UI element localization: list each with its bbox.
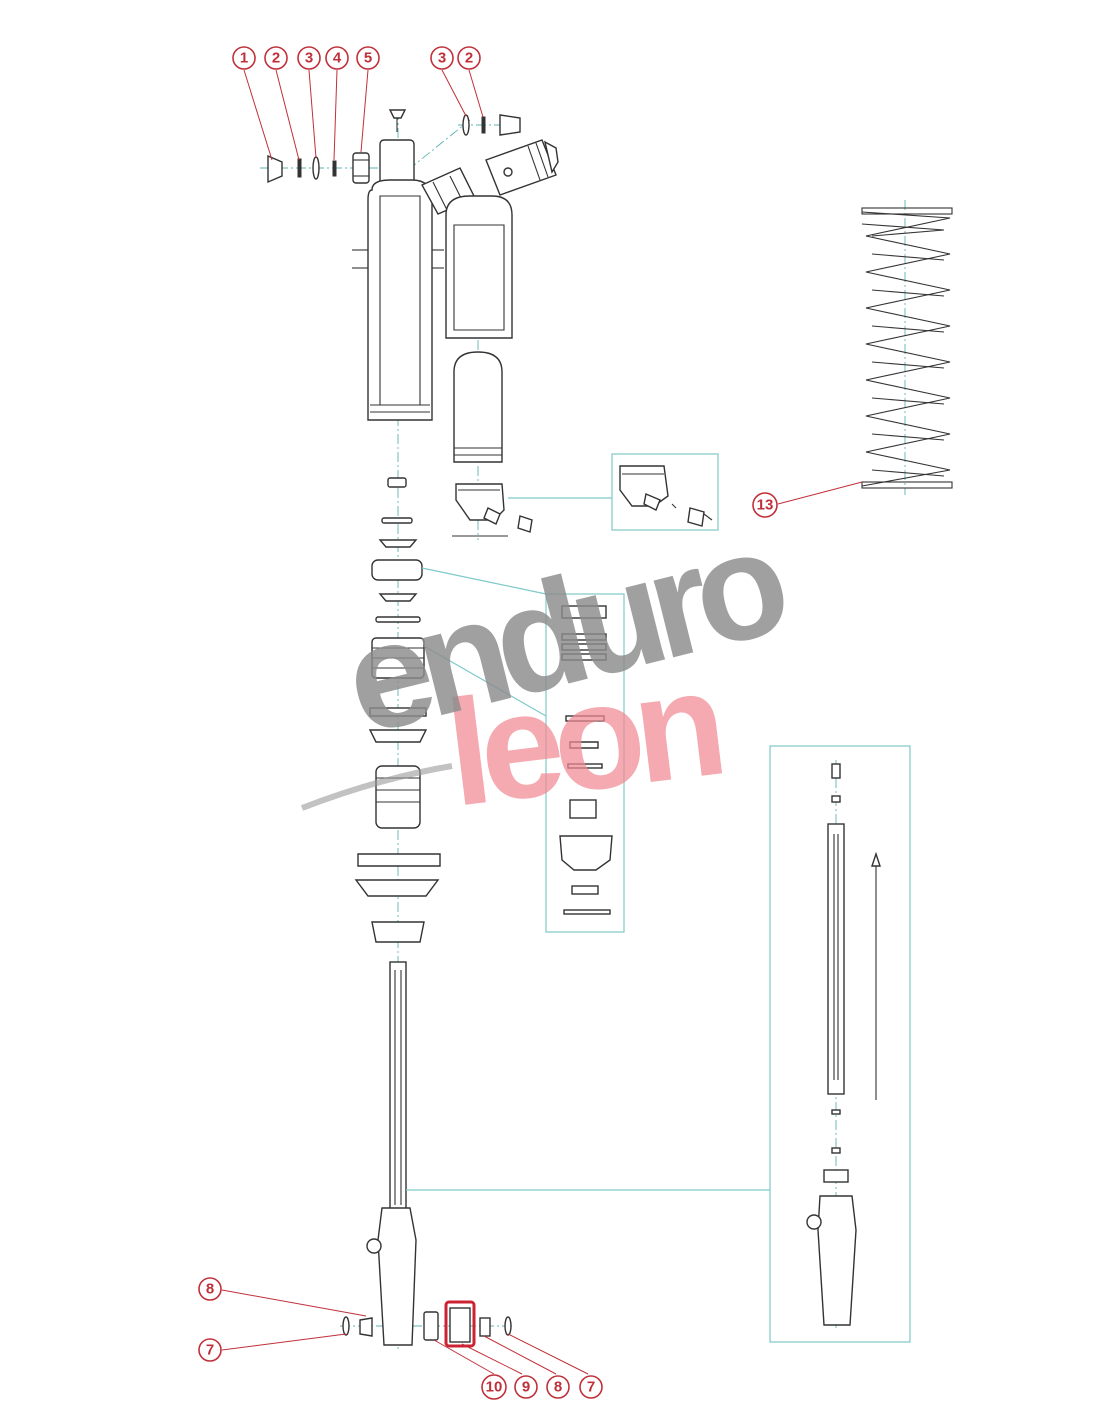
shim-detail — [421, 567, 625, 933]
callout-7-bottom-right: 7 — [579, 1375, 603, 1399]
svg-text:8: 8 — [206, 1281, 214, 1298]
callout-2-top-left: 2 — [264, 46, 288, 70]
callout-5-top-left: 5 — [356, 46, 380, 70]
callout-1-top-left: 1 — [232, 46, 256, 70]
svg-text:8: 8 — [554, 1379, 562, 1396]
callout-10-bottom: 10 — [481, 1374, 507, 1400]
svg-text:13: 13 — [757, 497, 774, 514]
callout-4-top-left: 4 — [325, 46, 349, 70]
svg-text:4: 4 — [333, 50, 342, 67]
callout-8-bottom-right: 8 — [546, 1375, 570, 1399]
svg-text:5: 5 — [364, 50, 372, 67]
watermark-leon: leon — [438, 638, 726, 838]
callout-9-bottom: 9 — [514, 1375, 538, 1399]
callout-2-top-right: 2 — [457, 46, 481, 70]
svg-text:7: 7 — [206, 1342, 214, 1359]
svg-text:1: 1 — [240, 50, 248, 67]
valve-detail — [508, 453, 719, 531]
top-bolt — [388, 109, 407, 132]
callout-7-bottom-left: 7 — [198, 1338, 222, 1362]
svg-text:10: 10 — [486, 1379, 503, 1396]
svg-text:7: 7 — [587, 1379, 595, 1396]
coil-spring — [861, 207, 953, 489]
shock-shaft — [366, 961, 770, 1346]
callout-3-top-left: 3 — [297, 46, 321, 70]
highlight-box-part-9 — [444, 1300, 476, 1348]
svg-text:9: 9 — [522, 1379, 530, 1396]
svg-text:2: 2 — [272, 50, 280, 67]
shock-body — [352, 139, 444, 421]
svg-text:3: 3 — [438, 50, 446, 67]
svg-text:3: 3 — [305, 50, 313, 67]
reservoir-can — [445, 195, 513, 339]
callout-8-bottom-left: 8 — [198, 1277, 222, 1301]
reservoir-piston — [453, 351, 503, 463]
piston-stack — [368, 477, 428, 743]
reservoir-endcap — [452, 483, 533, 537]
callout-3-top-right: 3 — [430, 46, 454, 70]
shaft-detail — [769, 745, 911, 1343]
callout-13-spring: 13 — [752, 492, 778, 518]
leader-lines — [221, 69, 863, 1375]
svg-text:2: 2 — [465, 50, 473, 67]
bottom-hardware — [342, 1300, 512, 1348]
top-hardware-right — [462, 114, 521, 136]
